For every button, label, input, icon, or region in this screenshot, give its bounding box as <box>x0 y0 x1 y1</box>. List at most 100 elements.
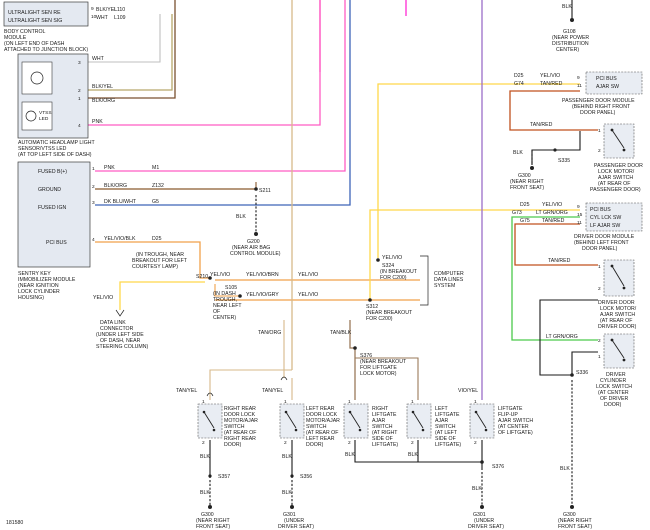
ddm-title-2: (BEHIND LEFT FRONT <box>574 240 629 246</box>
rear-switch-rlift: 1 2 RIGHT LIFTGATE AJAR SWITCH (AT RIGHT… <box>343 399 398 448</box>
bg4-line2: FRONT SEAT) <box>558 524 592 530</box>
rlift-pin-2: 2 <box>348 440 351 446</box>
splice-s335: BLK S335 G300 (NEAR RIGHT FRONT SEAT) <box>510 148 570 191</box>
wire-tanblk <box>349 320 356 400</box>
bottom-ground-2: G301 (UNDER DRIVER SEAT) <box>278 505 314 530</box>
bg2-line2: DRIVER SEAT) <box>278 524 314 530</box>
splice-s324: YEL/VIO S324 (IN BREAKOUT FOR C200) <box>376 255 418 281</box>
g200-line2: CONTROL MODULE) <box>230 251 281 257</box>
g300-line1: (NEAR RIGHT <box>510 179 545 185</box>
s210-note3: COURTESY LAMP) <box>132 264 178 270</box>
ddm-row-2-color: LT GRN/ORG <box>536 210 568 216</box>
s312-label: S312 <box>366 304 378 310</box>
dcls-wire: LT GRN/ORG <box>546 334 578 340</box>
rlift-pin-1: 1 <box>348 399 351 405</box>
dlc-line4: OF DASH, NEAR <box>100 338 141 344</box>
g300-label: G300 <box>518 173 531 179</box>
flip-line3: AJAR SWITCH <box>498 418 533 424</box>
rr-line3: MOTOR/AJAR <box>224 418 258 424</box>
skim-row-2-label: GROUND <box>38 187 61 193</box>
llift-line1: LEFT <box>435 406 449 412</box>
rlift-line1: RIGHT <box>372 406 389 412</box>
bottom-ground-3: G301 (UNDER DRIVER SEAT) <box>468 505 504 530</box>
ddm-row-3-circuit: G75 <box>520 218 530 224</box>
dcls-pin-2: 1 <box>598 354 601 360</box>
ddlm-pin-2: 2 <box>598 286 601 292</box>
pdlm-title-1: PASSENGER DOOR <box>594 163 643 169</box>
llift-pin-2: 2 <box>411 440 414 446</box>
llift-line7: LIFTGATE) <box>435 442 461 448</box>
wire-tanred-ddm <box>514 223 598 266</box>
rlift-line2: LIFTGATE <box>372 412 397 418</box>
sensor-led2-line2: LED <box>39 116 49 122</box>
rr-line1: RIGHT REAR <box>224 406 256 412</box>
tan-wires-labels: TAN/ORG TAN/BLK <box>206 330 352 397</box>
splice-s336: S336 BLK <box>560 370 588 472</box>
blk-llift: BLK <box>408 452 418 458</box>
driver-cylinder-lock-switch: LT GRN/ORG 2 1 DRIVER CYLINDER LOCK SWIT… <box>546 333 635 408</box>
s324-note2: FOR C200) <box>380 275 407 281</box>
sensor-title-3: (AT TOP LEFT SIDE OF DASH) <box>18 152 92 158</box>
ddlm-title-3: AJAR SWITCH <box>600 312 635 318</box>
switch-contact-icon <box>349 411 361 429</box>
wire-blk-org <box>88 0 176 99</box>
dcls-title-6: DOOR) <box>604 402 622 408</box>
lr-line4: SWITCH <box>306 424 327 430</box>
rear-switch-llift: 1 2 LEFT LIFTGATE AJAR SWITCH (AT LEFT S… <box>406 399 461 448</box>
g108-wire: BLK <box>562 4 572 10</box>
g300-line2: FRONT SEAT) <box>510 185 544 191</box>
pdm-row-2-pin: 11 <box>577 83 582 89</box>
wire-bus-ddm <box>369 209 580 300</box>
s105-note1: (IN DASH <box>213 291 236 297</box>
sensor-pin-1: 3 <box>78 60 81 66</box>
s312-note1: (NEAR BREAKOUT <box>366 310 413 316</box>
tan-org-label: TAN/ORG <box>258 330 281 336</box>
ddlm-wire: TAN/RED <box>548 258 571 264</box>
bg1-line2: FRONT SEAT) <box>196 524 230 530</box>
s357-label: S357 <box>218 474 230 480</box>
wire-dkblu-g5 <box>95 0 351 206</box>
lr-pin-1: 1 <box>284 399 287 405</box>
s356-wire1: BLK <box>282 454 292 460</box>
s211-wire: BLK <box>236 214 246 220</box>
wire-wht <box>88 14 161 63</box>
dcls-title-2: CYLINDER <box>600 378 626 384</box>
ddm-row-1-label: PCI BUS <box>590 207 611 213</box>
s324-note1: (IN BREAKOUT <box>380 269 418 275</box>
pdlm-pin-2: 2 <box>598 148 601 154</box>
bg1-line1: (NEAR RIGHT <box>196 518 231 524</box>
bcm-row-1-pin: 9 <box>91 6 94 12</box>
splice-s312: S312 (NEAR BREAKOUT FOR C200) <box>366 298 413 322</box>
bg3-label: G301 <box>473 512 486 518</box>
sensor-led2-line1: VTSS <box>39 110 52 116</box>
s324-label: S324 <box>382 263 394 269</box>
wire-tanblk-2 <box>355 357 419 400</box>
flip-pin-1: 1 <box>474 399 477 405</box>
pdm-title-2: (BEHIND RIGHT FRONT <box>572 104 631 110</box>
bg3-line2: DRIVER SEAT) <box>468 524 504 530</box>
switch-contact-icon <box>475 411 487 429</box>
llift-line2: LIFTGATE <box>435 412 460 418</box>
s105-label: S105 <box>225 285 237 291</box>
skim-row-4-label: PCI BUS <box>46 240 67 246</box>
splice-s210: S210 (IN TROUGH, NEAR BREAKOUT FOR LEFT … <box>132 252 230 280</box>
wire-tanred-pdm <box>509 90 598 131</box>
bg4-line1: (NEAR RIGHT <box>558 518 593 524</box>
bus-w6: YEL/VIO <box>382 255 402 261</box>
body-control-module: ULTRALIGHT SEN RE ULTRALIGHT SEN SIG 9 1… <box>3 1 126 53</box>
lr-line2: DOOR LOCK <box>306 412 338 418</box>
splice-s105: S105 (IN DASH TROUGH, NEAR LEFT OF CENTE… <box>213 272 318 321</box>
ddm-row-2-pin: 15 <box>577 212 583 218</box>
bottom-splice-s356: BLK S356 BLK <box>282 454 312 496</box>
ddlm-title-1: DRIVER DOOR <box>598 300 635 306</box>
photocell-icon <box>30 71 44 85</box>
pdm-row-2-circuit: G74 <box>514 81 524 87</box>
switch-contact-icon <box>412 411 424 429</box>
pdm-row-1-circuit: D25 <box>514 73 524 79</box>
skim-row-4-circuit: D25 <box>152 236 162 242</box>
llift-line6: SIDE OF <box>435 436 456 442</box>
rr-line6: RIGHT REAR <box>224 436 256 442</box>
bcm-row-2-color: WHT <box>96 15 109 21</box>
llift-line3: AJAR <box>435 418 449 424</box>
sensor-title-2: SENSOR/VTSS LED <box>18 146 67 152</box>
